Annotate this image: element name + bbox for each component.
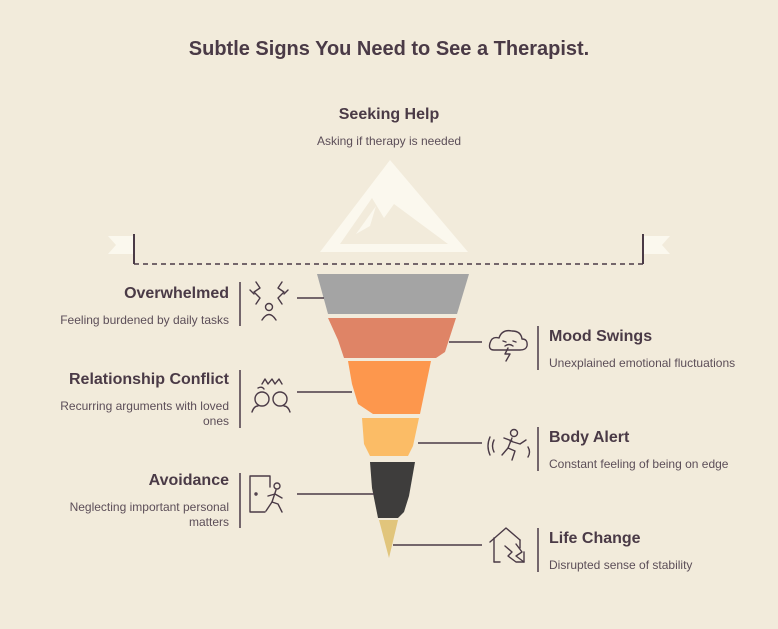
mood-swings-heading: Mood Swings [549,328,653,345]
overwhelmed-desc: Feeling burdened by daily tasks [60,313,229,327]
seeking-help-heading: Seeking Help [338,106,440,123]
broken-house-icon [489,527,525,563]
person-leaving-door-icon [249,475,283,513]
avoidance-heading: Avoidance [148,472,229,489]
layer-relationship-conflict [348,361,431,414]
waterline [108,234,670,265]
anxious-person-icon [487,428,531,461]
relationship-conflict-desc: Recurring arguments with loved ones [60,399,229,428]
mountain-icon [320,160,468,252]
avoidance-desc: Neglecting important personal matters [69,500,229,529]
connectors [239,282,539,572]
stressed-person-icon [249,281,289,321]
overwhelmed-heading: Overwhelmed [124,285,229,302]
page-title: Subtle Signs You Need to See a Therapist… [188,38,590,60]
life-change-heading: Life Change [549,530,641,547]
arguing-heads-icon [251,378,291,413]
mood-swings-desc: Unexplained emotional fluctuations [549,356,736,370]
seeking-help-desc: Asking if therapy is needed [316,134,462,148]
layer-mood-swings [328,318,456,358]
life-change-desc: Disrupted sense of stability [549,558,693,572]
body-alert-heading: Body Alert [549,429,630,446]
layer-body-alert [362,418,419,456]
relationship-conflict-heading: Relationship Conflict [69,371,229,388]
layer-avoidance [370,462,415,518]
body-alert-desc: Constant feeling of being on edge [549,457,729,471]
layer-life-change [379,520,398,558]
layer-overwhelmed [317,274,469,314]
storm-cloud-icon [488,329,528,362]
